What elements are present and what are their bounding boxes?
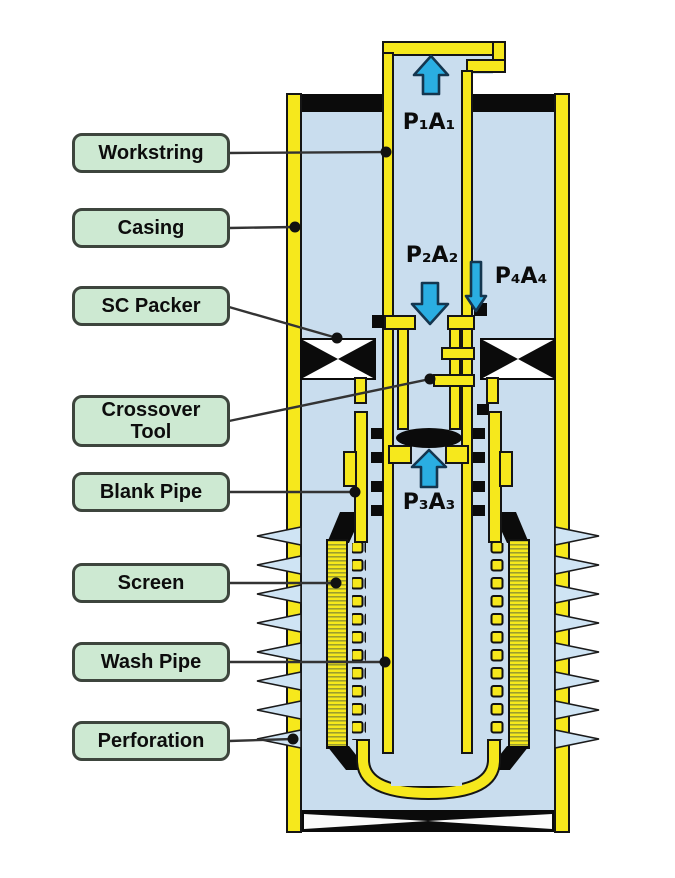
annotation-p3a3: P₃A₃ bbox=[402, 490, 456, 515]
label-workstring: Workstring bbox=[72, 133, 230, 173]
workstring-top-cap bbox=[382, 41, 506, 56]
p4-down-arrow-icon bbox=[464, 260, 488, 313]
label-blank-pipe: Blank Pipe bbox=[72, 472, 230, 512]
label-screen: Screen bbox=[72, 563, 230, 603]
annotation-p4a4: P₄A₄ bbox=[494, 264, 548, 289]
annotation-p1a1: P₁A₁ bbox=[402, 110, 456, 135]
workstring-left-wall bbox=[382, 52, 394, 754]
label-casing: Casing bbox=[72, 208, 230, 248]
label-perforation: Perforation bbox=[72, 721, 230, 761]
inner-screen-dashes-left bbox=[352, 543, 366, 740]
screen-assembly bbox=[326, 512, 530, 801]
p1-up-arrow-icon bbox=[412, 54, 450, 96]
inner-screen-dashes-right bbox=[490, 543, 504, 740]
label-wash-pipe: Wash Pipe bbox=[72, 642, 230, 682]
p2-down-arrow-icon bbox=[410, 281, 450, 326]
workstring-right-wall bbox=[461, 70, 473, 754]
ball bbox=[396, 428, 462, 448]
crossover-throat-left bbox=[397, 328, 409, 430]
label-sc-packer: SC Packer bbox=[72, 286, 230, 326]
annotation-p2a2: P₂A₂ bbox=[405, 243, 459, 268]
screen-left bbox=[326, 539, 348, 749]
sc-packer-right bbox=[480, 338, 556, 404]
screen-right bbox=[508, 539, 530, 749]
label-crossover-tool: Crossover Tool bbox=[72, 395, 230, 447]
label-connectors bbox=[228, 146, 436, 745]
sc-packer-left bbox=[300, 338, 376, 404]
blank-pipe bbox=[343, 411, 513, 543]
casing-bottom-shoe bbox=[301, 810, 555, 832]
p3-up-arrow-icon bbox=[410, 448, 448, 489]
